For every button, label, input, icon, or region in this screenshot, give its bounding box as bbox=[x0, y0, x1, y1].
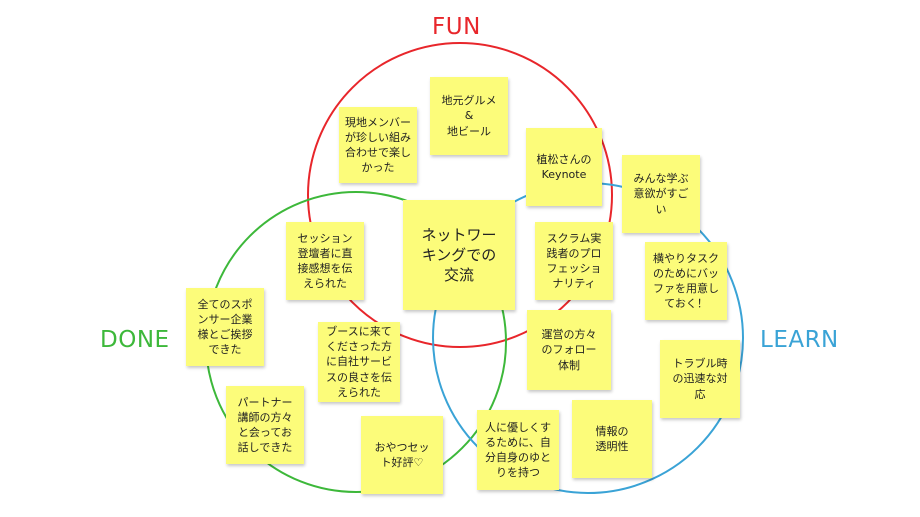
learn-label: LEARN bbox=[760, 327, 839, 353]
sticky-note-trouble[interactable]: トラブル時 の迅速な対 応 bbox=[660, 340, 740, 418]
sticky-note-networking[interactable]: ネットワー キングでの 交流 bbox=[403, 200, 515, 310]
sticky-note-booth[interactable]: ブースに来て くださった方 に自社サービ スの良さを伝 えられた bbox=[318, 322, 400, 402]
fun-circle bbox=[307, 42, 613, 348]
sticky-note-transparency[interactable]: 情報の 透明性 bbox=[572, 400, 652, 478]
sticky-note-buffer[interactable]: 横やりタスク のためにバッ ファを用意し ておく！ bbox=[645, 242, 727, 320]
sticky-note-keynote[interactable]: 植松さんの Keynote bbox=[526, 128, 602, 206]
done-label: DONE bbox=[100, 327, 170, 353]
sticky-note-session[interactable]: セッション 登壇者に直 接感想を伝 えられた bbox=[286, 222, 364, 300]
fun-label: FUN bbox=[432, 14, 481, 40]
sticky-note-kindness[interactable]: 人に優しくす るために、自 分自身のゆと りを持つ bbox=[477, 410, 559, 490]
sticky-note-gourmet[interactable]: 地元グルメ & 地ビール bbox=[430, 77, 508, 155]
sticky-note-staff-follow[interactable]: 運営の方々 のフォロー 体制 bbox=[527, 310, 611, 390]
sticky-note-local-members[interactable]: 現地メンバー が珍しい組み 合わせで楽し かった bbox=[339, 107, 417, 183]
sticky-note-eager[interactable]: みんな学ぶ 意欲がすご い bbox=[622, 155, 700, 233]
sticky-note-scrum[interactable]: スクラム実 践者のプロ フェッショ ナリティ bbox=[535, 222, 613, 300]
sticky-note-sponsors[interactable]: 全てのスポ ンサー企業 様とご挨拶 できた bbox=[186, 288, 264, 366]
sticky-note-partner[interactable]: パートナー 講師の方々 と会ってお 話しできた bbox=[226, 386, 304, 464]
sticky-note-snacks[interactable]: おやつセッ ト好評♡ bbox=[361, 416, 443, 494]
